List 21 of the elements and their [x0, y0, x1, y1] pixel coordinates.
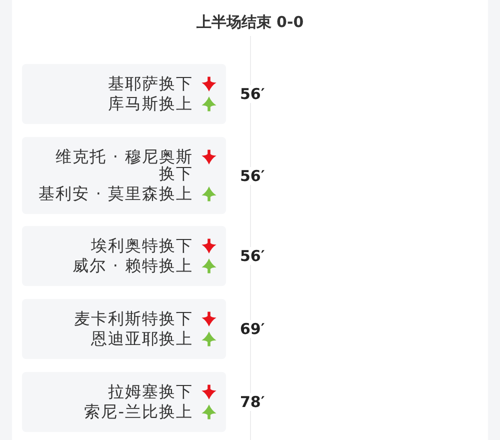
section-title: 上半场结束 0-0 — [196, 12, 304, 32]
minute-label: 56′ — [239, 247, 266, 265]
substitution-card — [22, 372, 226, 432]
minute-label: 56′ — [239, 166, 266, 184]
minute-label: 78′ — [239, 393, 266, 411]
player-off-text: 埃利奥特换下 — [91, 237, 193, 254]
substitution-card — [22, 137, 226, 214]
substitution-card — [22, 64, 226, 124]
player-off-text: 拉姆塞换下 — [108, 383, 193, 400]
player-off-text: 基耶萨换下 — [108, 75, 193, 92]
player-on-text: 基利安 · 莫里森换上 — [38, 185, 193, 202]
player-off-text: 麦卡利斯特换下 — [74, 310, 193, 327]
player-on-text: 威尔 · 赖特换上 — [72, 257, 193, 274]
player-on-text: 索尼-兰比换上 — [84, 403, 193, 420]
substitution-card — [22, 226, 226, 286]
player-off-text: 维克托 · 穆尼奥斯换下 — [54, 148, 193, 182]
player-on-text: 库马斯换上 — [108, 95, 193, 112]
minute-label: 56′ — [239, 85, 266, 103]
minute-label: 69′ — [239, 320, 266, 338]
substitution-card — [22, 299, 226, 359]
player-on-text: 恩迪亚耶换上 — [91, 330, 193, 347]
